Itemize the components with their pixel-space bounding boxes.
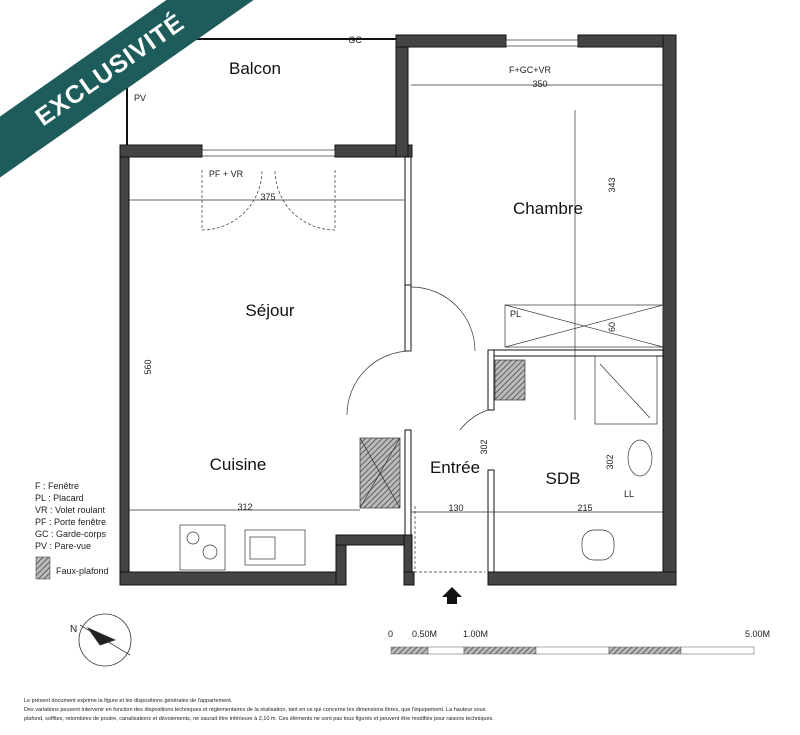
- dim-entree-depth: 302: [479, 439, 489, 454]
- footer-line: Le présent document exprime la figure et…: [24, 698, 233, 704]
- walls: [119, 34, 677, 586]
- compass-icon: N: [70, 613, 132, 667]
- room-chambre: Chambre: [513, 199, 583, 218]
- label-pl: PL: [510, 309, 521, 319]
- hatch-swatch: [35, 556, 51, 580]
- dim-entree-width: 130: [448, 503, 463, 513]
- label-f-gc-vr: F+GC+VR: [509, 65, 552, 75]
- dim-cuisine-width: 312: [237, 502, 252, 512]
- label-ll: LL: [624, 489, 634, 499]
- dim-placard-depth: 60: [607, 322, 617, 332]
- legend-item: PF : Porte fenêtre: [35, 517, 106, 527]
- room-sdb: SDB: [546, 469, 581, 488]
- fixtures: [129, 39, 664, 573]
- legend-item: F : Fenêtre: [35, 481, 79, 491]
- legend-hatch-label: Faux-plafond: [56, 566, 109, 576]
- room-entree: Entrée: [430, 458, 480, 477]
- footer-line: plafond, soffites, retombées de poutre, …: [24, 716, 494, 722]
- room-sejour: Séjour: [245, 301, 294, 320]
- dim-sdb-depth: 302: [605, 454, 615, 469]
- footer-line: Des variations peuvent intervenir en fon…: [24, 707, 486, 713]
- legend-item: PV : Pare-vue: [35, 541, 91, 551]
- legend-item: GC : Garde-corps: [35, 529, 107, 539]
- legend-item: VR : Volet roulant: [35, 505, 106, 515]
- scale-label: 0.50M: [412, 629, 437, 639]
- label-pf-vr: PF + VR: [209, 169, 244, 179]
- dim-chambre-width: 350: [532, 79, 547, 89]
- dim-sejour-depth: 560: [143, 359, 153, 374]
- scale-label: 5.00M: [745, 629, 770, 639]
- legend-item: PL : Placard: [35, 493, 84, 503]
- label-pv: PV: [134, 93, 146, 103]
- room-cuisine: Cuisine: [210, 455, 267, 474]
- svg-text:N: N: [70, 624, 77, 635]
- dim-sdb-width: 215: [577, 503, 592, 513]
- dim-sejour-width: 375: [260, 192, 275, 202]
- scale-label: 1.00M: [463, 629, 488, 639]
- room-balcon: Balcon: [229, 59, 281, 78]
- entrance-arrow-icon: [442, 587, 462, 604]
- scale-label: 0: [388, 629, 393, 639]
- label-gc: GC: [348, 35, 362, 45]
- scale-bar: 0 0.50M 1.00M 5.00M: [388, 629, 770, 655]
- legend: F : Fenêtre PL : Placard VR : Volet roul…: [35, 481, 109, 580]
- dim-chambre-depth: 343: [607, 177, 617, 192]
